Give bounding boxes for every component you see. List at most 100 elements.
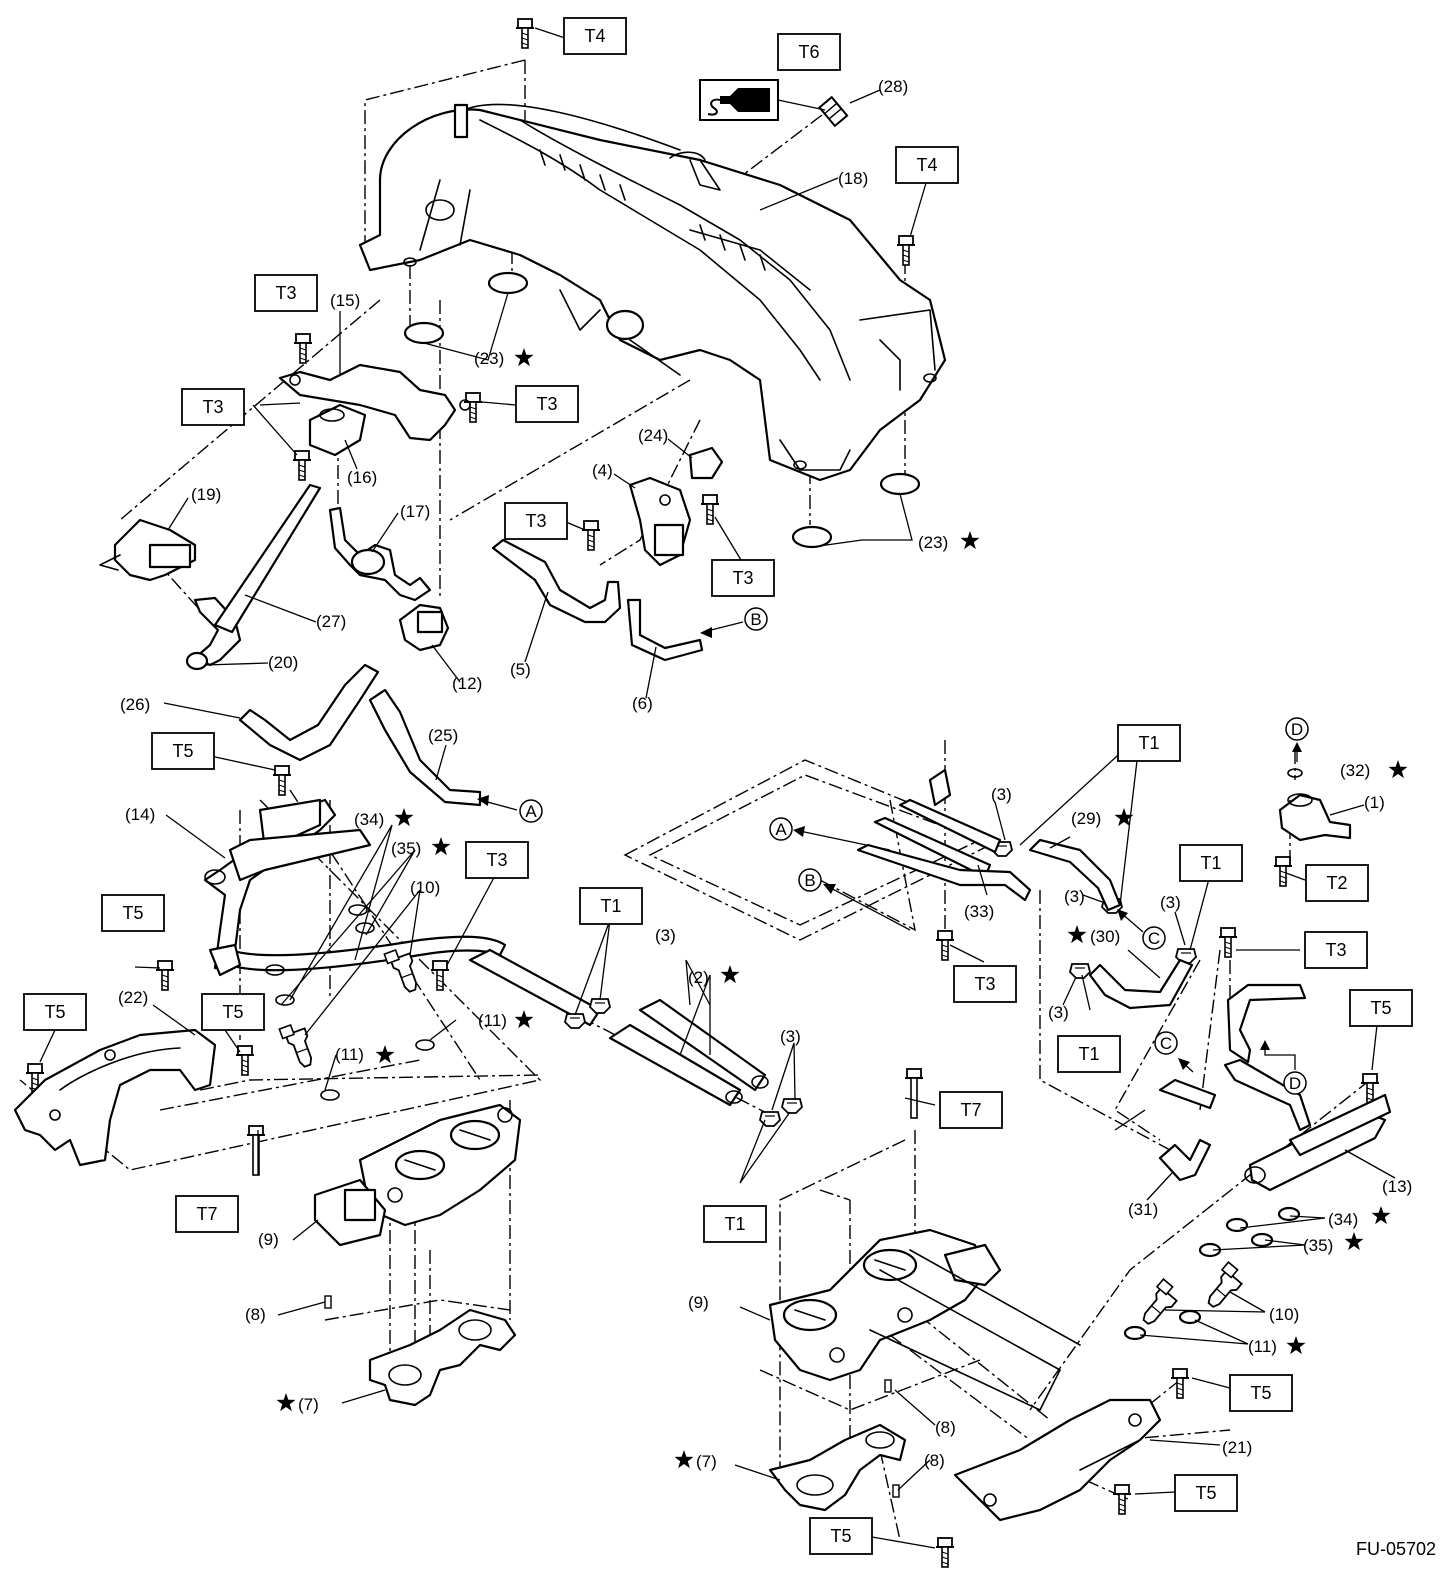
valve-16 [308,403,367,457]
seals-left [265,904,435,1101]
svg-text:T3: T3 [525,511,546,531]
ref-d-circle-1 [1285,717,1309,741]
ref-a-1: A [525,802,537,821]
bracket-15 [278,363,471,442]
valve-12 [398,603,450,652]
torque-box-t1-e: T1 [703,1205,767,1243]
torque-box-t5-g: T5 [1174,1474,1238,1512]
fuel-rail-13 [1244,1093,1392,1192]
part-label-35-b: (35) [1303,1236,1333,1255]
part-label-11-a: (11) [478,1011,507,1030]
solenoid-19 [99,518,197,582]
svg-text:T5: T5 [172,741,193,761]
part-label-11-c: (11) [1248,1337,1277,1356]
part-label-2: (2) [688,968,709,987]
part-label-8-a: (8) [245,1305,266,1324]
ref-b-1: B [750,610,761,629]
svg-text:T3: T3 [974,974,995,994]
part-label-14: (14) [125,805,155,824]
cover-21 [953,1398,1162,1522]
liquid-gasket-icon [699,79,826,121]
torque-box-t5-b: T5 [101,894,165,932]
part-label-9-b: (9) [688,1293,709,1312]
part-label-3-d: (3) [1048,1003,1069,1022]
svg-text:T3: T3 [202,397,223,417]
part-label-7-b: (7) [696,1452,717,1471]
part-label-3-a: (3) [991,785,1012,804]
torque-box-t1-b: T1 [579,887,643,925]
part-label-3-f: (3) [780,1027,801,1046]
hose-6 [626,598,704,662]
part-label-23-b: (23) [918,533,948,552]
part-label-9-a: (9) [258,1230,279,1249]
svg-text:T7: T7 [960,1100,981,1120]
gasket-7-right [768,1423,907,1512]
part-label-34-b: (34) [1328,1210,1358,1229]
torque-box-t3-e: T3 [711,559,775,597]
bracket-24 [688,446,724,480]
part-label-32: (32) [1340,761,1370,780]
svg-text:T5: T5 [122,903,143,923]
part-label-13: (13) [1382,1177,1412,1196]
part-label-10-a: (10) [410,878,440,897]
hose-31 [1158,1138,1212,1182]
part-label-20: (20) [268,653,298,672]
fuel-hoses-2 [468,948,769,1107]
torque-box-t4-right: T4 [895,146,959,184]
svg-text:T5: T5 [1195,1483,1216,1503]
torque-box-t1-d: T1 [1057,1035,1121,1073]
svg-text:T5: T5 [222,1002,243,1022]
part-label-22: (22) [118,988,148,1007]
torque-box-t2: T2 [1305,864,1369,902]
svg-text:T3: T3 [1325,940,1346,960]
svg-text:T1: T1 [1138,733,1159,753]
ref-c-circle-2 [1154,1031,1178,1055]
ref-d-1: D [1291,720,1303,739]
part-label-33: (33) [964,902,994,921]
part-label-28: (28) [878,77,908,96]
ref-d-2: D [1289,1074,1301,1093]
svg-text:T5: T5 [1250,1383,1271,1403]
hose-25 [368,688,482,807]
hose-5 [491,538,622,624]
torque-box-t3-f: T3 [465,841,529,879]
ref-c-2: C [1160,1034,1172,1053]
figure-id: FU-05702 [1356,1539,1436,1559]
cover-22 [13,1028,217,1167]
torque-box-t5-e: T5 [1349,989,1413,1027]
part-label-25: (25) [428,726,458,745]
ref-d-circle-2 [1283,1071,1307,1095]
part-label-3-c: (3) [1160,893,1181,912]
torque-box-t5-f: T5 [1229,1374,1293,1412]
valve-4 [628,476,692,567]
svg-text:T6: T6 [798,42,819,62]
hose-17 [328,506,432,602]
part-label-35-a: (35) [391,839,421,858]
part-label-12: (12) [452,674,482,693]
part-label-8-c: (8) [924,1451,945,1470]
part-label-21: (21) [1222,1438,1252,1457]
ref-a-circle-1 [519,799,543,823]
part-label-4: (4) [592,461,613,480]
torque-box-t1-a: T1 [1117,724,1181,762]
torque-box-t4-top: T4 [563,17,627,55]
pin-8-left [324,1295,332,1309]
part-label-8-b: (8) [935,1418,956,1437]
hose-26 [238,663,380,762]
part-label-7-a: (7) [298,1395,319,1414]
part-label-30: (30) [1090,927,1120,946]
fuel-pipe-33 [856,768,1032,902]
svg-text:T5: T5 [1370,998,1391,1018]
part-label-5: (5) [510,660,531,679]
torque-box-t5-a: T5 [151,732,215,770]
svg-text:T3: T3 [536,394,557,414]
svg-text:T5: T5 [44,1002,65,1022]
part-label-3-b: (3) [1064,887,1085,906]
part-label-23-a: (23) [474,349,504,368]
ref-b-2: B [804,871,815,890]
torque-box-t1-c: T1 [1179,844,1243,882]
torque-box-t3-h: T3 [1304,931,1368,969]
fuel-damper-1 [1278,768,1352,842]
torque-box-t3-c: T3 [515,385,579,423]
